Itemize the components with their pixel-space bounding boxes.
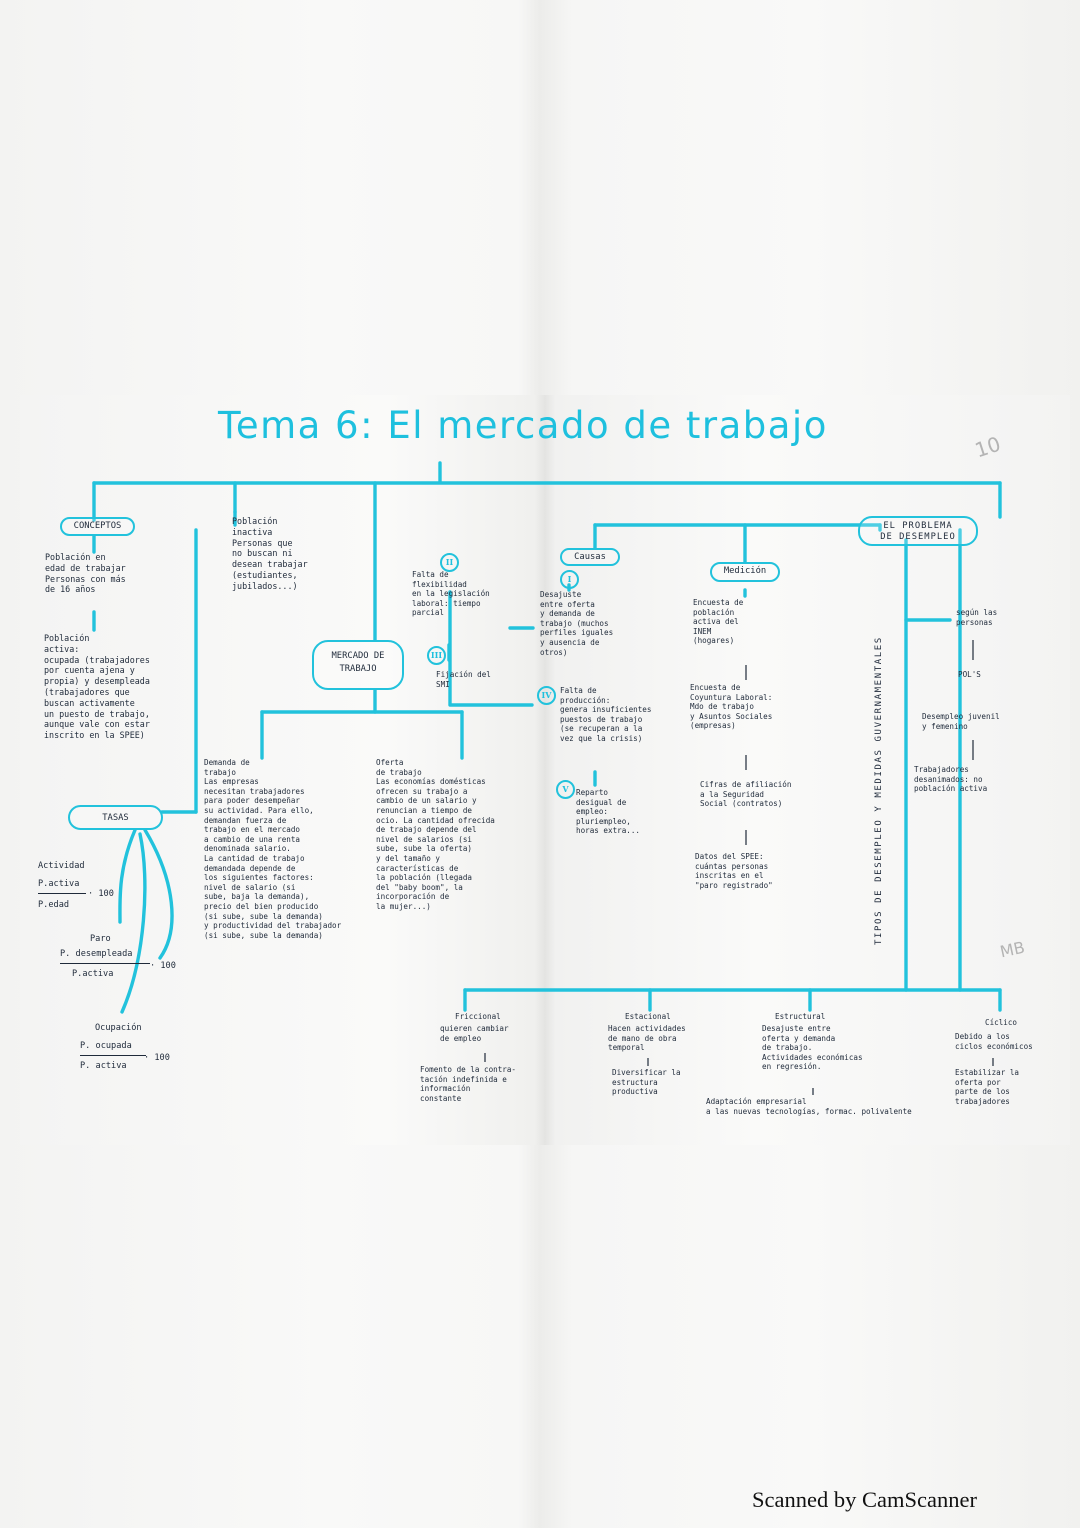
text-trabajadores-desanimados: Trabajadores desanimados: no población a… — [914, 765, 988, 794]
text-poblacion-inactiva: Población inactiva Personas que no busca… — [232, 516, 308, 591]
causa-1-numeral: I — [560, 570, 579, 589]
tasa-paro-factor: · 100 — [150, 961, 176, 971]
text-medicion-epa: Encuesta de población activa del INEM (h… — [693, 598, 744, 646]
tasa-actividad-factor: · 100 — [88, 889, 114, 899]
tasa-actividad-fraction-line — [38, 893, 86, 894]
causa-2-numeral: II — [440, 553, 459, 572]
tasa-paro-numerator: P. desempleada — [60, 949, 133, 959]
node-medicion: Medición — [710, 562, 780, 582]
causa-3-numeral: III — [427, 646, 446, 665]
text-tipos-de-desempleo-vertical: TIPOS DE DESEMPLEO Y MEDIDAS GUVERNAMENT… — [874, 636, 884, 945]
text-desempleo-juvenil: Desempleo juvenil y femenino — [922, 712, 1000, 731]
text-medicion-coyuntura: Encuesta de Coyuntura Laboral: Mdo de tr… — [690, 683, 773, 731]
text-medicion-spee: Datos del SPEE: cuántas personas inscrit… — [695, 852, 773, 890]
page-title: Tema 6: El mercado de trabajo — [218, 404, 828, 447]
tipo-estacional-text: Hacen actividades de mano de obra tempor… — [608, 1024, 686, 1053]
tipo-estacional-medida: Diversificar la estructura productiva — [612, 1068, 681, 1097]
text-causa-2: Falta de flexibilidad en la legislación … — [412, 570, 490, 618]
text-causa-1: Desajuste entre oferta y demanda de trab… — [540, 590, 614, 657]
text-demanda-de-trabajo: Demanda de trabajo Las empresas necesita… — [204, 758, 342, 940]
tasa-paro-denominator: P.activa — [72, 969, 114, 979]
text-poblacion-activa: Población activa: ocupada (trabajadores … — [44, 633, 150, 741]
text-causa-3: Fijación del SMI — [436, 670, 491, 689]
text-causa-4: Falta de producción: genera insuficiente… — [560, 686, 652, 743]
tasa-paro-fraction-line — [60, 963, 150, 964]
node-conceptos: CONCEPTOS — [60, 517, 135, 536]
tipo-friccional-medida: Fomento de la contra- tación indefinida … — [420, 1065, 517, 1103]
tipo-estructural-name: Estructural — [775, 1012, 826, 1021]
tasa-actividad-denominator: P.edad — [38, 900, 70, 910]
tipo-ciclico-text: Debido a los ciclos económicos — [955, 1032, 1033, 1051]
tasa-actividad-numerator: P.activa — [38, 879, 80, 889]
tasa-ocupacion-name: Ocupación — [95, 1023, 142, 1033]
tipo-estructural-medida: Adaptación empresarial a las nuevas tecn… — [706, 1097, 912, 1116]
tasa-ocupacion-numerator: P. ocupada — [80, 1041, 132, 1051]
tipo-estacional-name: Estacional — [625, 1012, 671, 1021]
text-medicion-afiliacion: Cifras de afiliación a la Seguridad Soci… — [700, 780, 792, 809]
text-causa-5: Reparto desigual de empleo: pluriempleo,… — [576, 788, 641, 836]
tasa-actividad-name: Actividad — [38, 861, 85, 871]
causa-5-numeral: V — [556, 780, 575, 799]
node-mercado-de-trabajo: MERCADO DE TRABAJO — [312, 640, 404, 690]
tasa-ocupacion-denominator: P. activa — [80, 1061, 127, 1071]
node-causas: Causas — [560, 548, 620, 566]
scanner-watermark: Scanned by CamScanner — [752, 1487, 977, 1512]
tipo-ciclico-medida: Estabilizar la oferta por parte de los t… — [955, 1068, 1020, 1106]
tasa-ocupacion-fraction-line — [80, 1055, 146, 1056]
text-segun-personas: según las personas — [956, 608, 998, 627]
tasa-ocupacion-factor: · 100 — [144, 1053, 170, 1063]
tasa-paro-name: Paro — [90, 934, 111, 944]
text-oferta-de-trabajo: Oferta de trabajo Las economías doméstic… — [376, 758, 495, 911]
text-poblacion-edad: Población en edad de trabajar Personas c… — [45, 552, 126, 595]
tipo-estructural-text: Desajuste entre oferta y demanda de trab… — [762, 1024, 863, 1072]
tipo-friccional-name: Friccional — [455, 1012, 501, 1021]
causa-4-numeral: IV — [537, 686, 556, 705]
node-problema-desempleo: EL PROBLEMA DE DESEMPLEO — [858, 516, 978, 546]
text-pols: POL'S — [958, 670, 981, 679]
node-tasas: TASAS — [68, 805, 163, 830]
tipo-ciclico-name: Cíclico — [985, 1018, 1018, 1027]
tipo-friccional-text: quieren cambiar de empleo — [440, 1024, 509, 1043]
